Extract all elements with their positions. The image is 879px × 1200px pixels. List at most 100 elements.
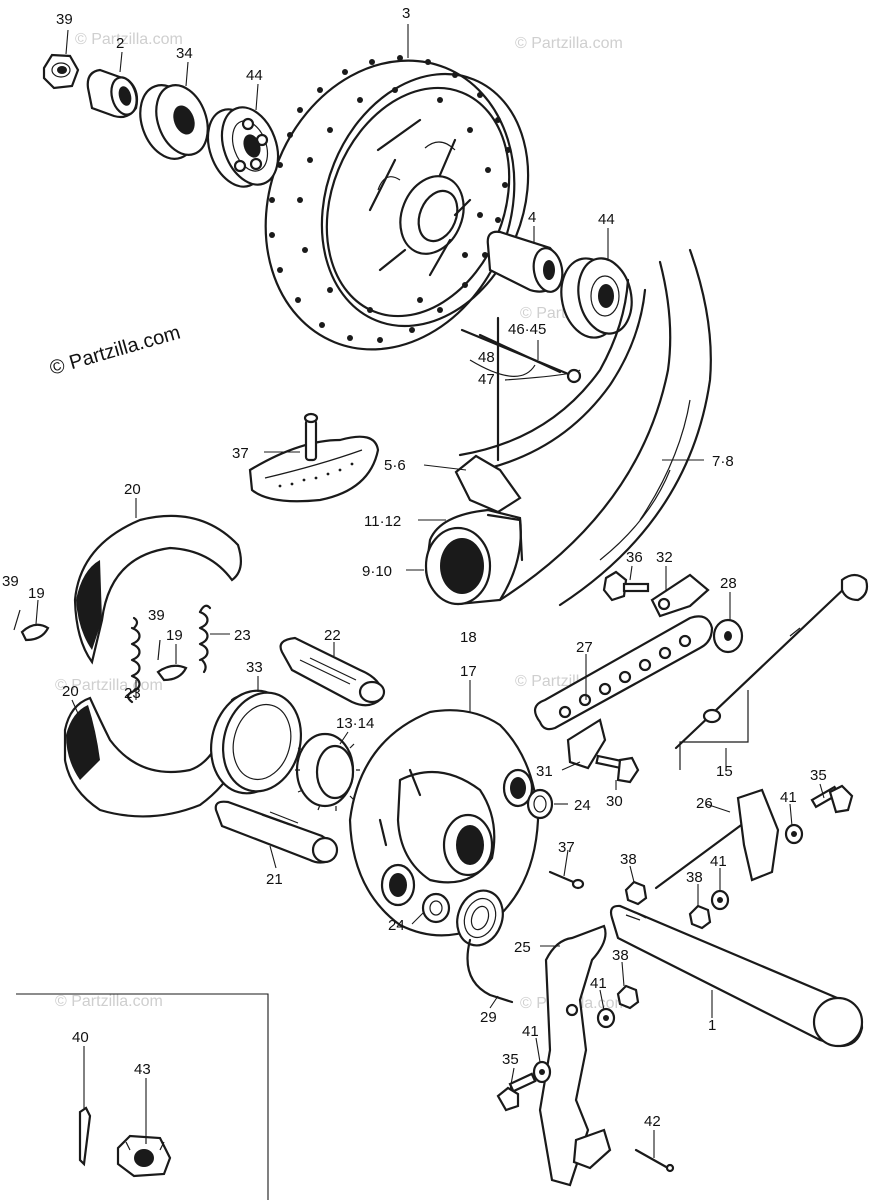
collar-2 (86, 68, 139, 119)
brake-cam-22 (279, 636, 386, 707)
nut-38-right (688, 904, 712, 930)
washer-41-lever (532, 1060, 552, 1084)
brake-spring-23-left (126, 616, 141, 704)
bearing-44-left (206, 106, 280, 188)
washer-24-right (526, 788, 554, 820)
shoe-clip-19-mid (156, 639, 188, 682)
callout-24: 24 (388, 917, 405, 934)
callout-44: 44 (598, 211, 615, 228)
callout-39: 39 (148, 607, 165, 624)
rear-axle-1 (609, 904, 864, 1048)
callout-31: 31 (536, 763, 553, 780)
callout-40: 40 (72, 1029, 89, 1046)
callout-25: 25 (514, 939, 531, 956)
callout-27: 27 (576, 639, 593, 656)
callout-22: 22 (324, 627, 341, 644)
callout-20: 20 (62, 683, 79, 700)
callout-43: 43 (134, 1061, 151, 1078)
callout-28: 28 (720, 575, 737, 592)
callout-35: 35 (810, 767, 827, 784)
bracket-31 (566, 718, 607, 770)
callout-32: 32 (656, 549, 673, 566)
callout-30: 30 (606, 793, 623, 810)
brake-panel-17-18 (348, 709, 540, 937)
brake-rod-15 (674, 573, 869, 770)
callout-37: 37 (558, 839, 575, 856)
callout-3: 3 (402, 5, 410, 22)
bolt-35-lower (496, 1072, 537, 1112)
callout-41: 41 (522, 1023, 539, 1040)
rim-band-37 (248, 412, 380, 503)
callout-4: 4 (528, 209, 536, 226)
distance-collar-4 (486, 230, 564, 293)
return-spring-29 (456, 889, 514, 1004)
callout-15: 15 (716, 763, 733, 780)
watermark-main: © Partzilla.com (47, 322, 183, 380)
callout-41: 41 (780, 789, 797, 806)
callout-23: 23 (234, 627, 251, 644)
callout-5-6: 5·6 (384, 457, 406, 474)
brake-lever-25 (538, 924, 612, 1187)
washer-41-right (710, 889, 730, 911)
washer-41-lower (596, 1007, 616, 1029)
brake-shoe-20-top (73, 514, 243, 665)
callout-36: 36 (626, 549, 643, 566)
bolt-35-upper (810, 784, 854, 814)
leader-lines (35, 24, 825, 1158)
callout-13-14: 13·14 (336, 715, 374, 732)
callout-20: 20 (124, 481, 141, 498)
callout-29: 29 (480, 1009, 497, 1026)
pin-37 (548, 870, 585, 890)
hub-spoke-holes (269, 55, 511, 343)
dust-seal-33 (209, 689, 303, 795)
brake-arm-26 (654, 788, 780, 890)
castle-nut-43 (116, 1134, 172, 1178)
inset-box (16, 993, 269, 1200)
tire-rim (458, 248, 712, 607)
callout-9-10: 9·10 (362, 563, 392, 580)
watermark-faint-6: © Partzilla.com (55, 993, 163, 1010)
callout-37: 37 (232, 445, 249, 462)
cotter-pin-40 (78, 1106, 92, 1167)
bearing-44-right (560, 257, 633, 339)
washer-24-lower (421, 892, 451, 924)
brake-spring-23-right (198, 604, 212, 674)
callout-11-12: 11·12 (364, 513, 401, 530)
callout-19: 19 (28, 585, 45, 602)
callout-42: 42 (644, 1113, 661, 1130)
callout-33: 33 (246, 659, 263, 676)
bolt-30 (595, 754, 640, 784)
callout-47: 47 (478, 371, 495, 388)
callout-46-45: 46·45 (508, 321, 546, 338)
washer-28 (712, 618, 744, 654)
callout-21: 21 (266, 871, 283, 888)
callout-39: 39 (56, 11, 73, 28)
callout-17: 17 (460, 663, 477, 680)
shoe-clip-19-left (13, 609, 50, 642)
tube-9-10 (424, 508, 524, 606)
callout-34: 34 (176, 45, 193, 62)
callout-39: 39 (2, 573, 19, 590)
washer-41-upper (784, 823, 804, 845)
dust-seal-34 (139, 84, 209, 160)
watermark-faint-2: © Partzilla.com (515, 35, 623, 52)
nut-39 (42, 53, 80, 90)
torque-link-27 (533, 615, 714, 731)
callout-7-8: 7·8 (712, 453, 734, 470)
callout-35: 35 (502, 1051, 519, 1068)
callout-2: 2 (116, 35, 124, 52)
callout-labels: 39 2 34 44 3 4 44 46·45 48 47 37 5·6 7·8… (2, 5, 827, 1130)
callout-18: 18 (460, 629, 477, 646)
nut-38-mid (624, 880, 648, 906)
plate-32 (650, 573, 710, 618)
nut-38-lower (616, 984, 640, 1010)
callout-1: 1 (708, 1017, 716, 1034)
callout-26: 26 (696, 795, 713, 812)
callout-41: 41 (590, 975, 607, 992)
callout-48: 48 (478, 349, 495, 366)
speedometer-gear-13-14 (295, 732, 360, 811)
callout-19: 19 (166, 627, 183, 644)
spoke-set (454, 316, 582, 514)
